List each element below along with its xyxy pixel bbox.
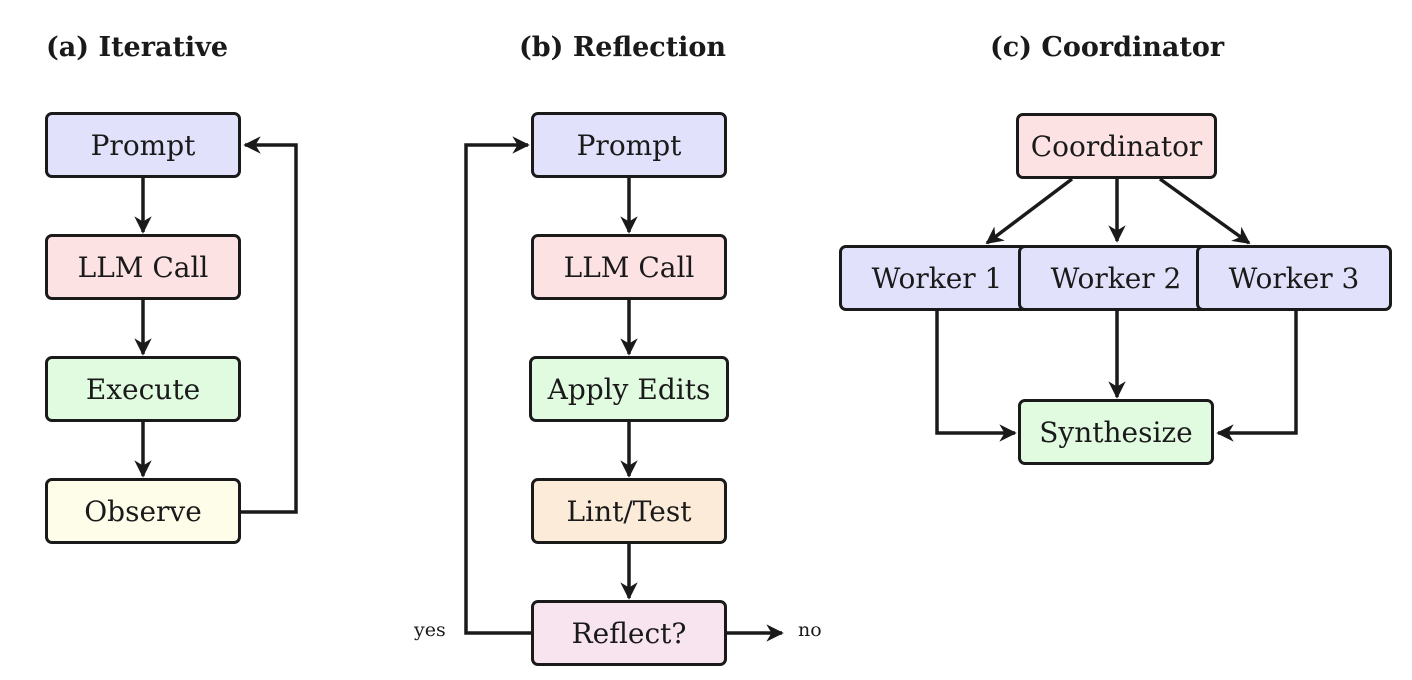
node-a-llm-call: LLM Call: [45, 234, 241, 300]
node-a-observe: Observe: [45, 478, 241, 544]
node-b-apply-edits: Apply Edits: [529, 356, 729, 422]
node-c-synthesize: Synthesize: [1018, 399, 1214, 465]
node-a-execute: Execute: [45, 356, 241, 422]
label-b-yes: yes: [414, 619, 446, 641]
node-c-coordinator: Coordinator: [1016, 113, 1217, 179]
node-c-worker-2: Worker 2: [1018, 245, 1214, 311]
label-b-no: no: [798, 619, 822, 641]
node-c-worker-1: Worker 1: [839, 245, 1035, 311]
edge-c-coord-worker1: [985, 177, 1074, 245]
panel-b-title: (b) Reflection: [519, 32, 727, 63]
node-c-worker-3: Worker 3: [1196, 245, 1392, 311]
edge-c-worker3-synth: [1216, 311, 1298, 442]
edge-c-worker1-synth: [935, 311, 1017, 442]
node-b-lint-test: Lint/Test: [531, 478, 727, 544]
node-a-prompt: Prompt: [45, 112, 241, 178]
edge-a-observe-prompt-loop: [241, 136, 298, 514]
node-b-prompt: Prompt: [531, 112, 727, 178]
edge-c-coord-worker3: [1158, 177, 1251, 245]
panel-a-title: (a) Iterative: [46, 32, 229, 63]
node-b-llm-call: LLM Call: [531, 234, 727, 300]
edge-b-reflect-yes-loop: [464, 136, 532, 635]
panel-c-title: (c) Coordinator: [990, 32, 1225, 63]
node-b-reflect: Reflect?: [531, 600, 727, 666]
